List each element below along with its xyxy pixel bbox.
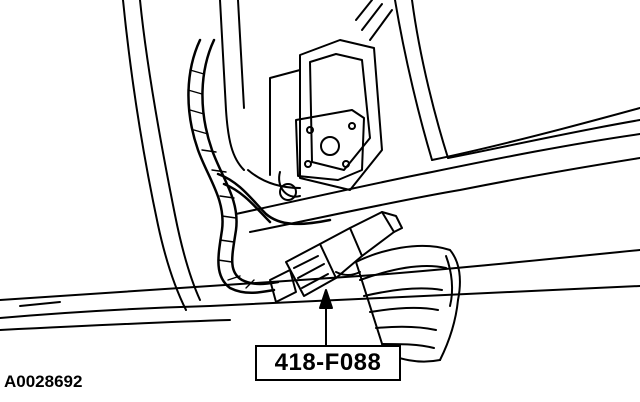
part-number-text: 418-F088 [274, 349, 382, 376]
callout-leader-arrow [319, 289, 333, 346]
part-number-callout: 418-F088 [255, 345, 401, 381]
sill-plate [0, 249, 640, 331]
harness-wrap-ticks [187, 69, 255, 289]
seat-frame [219, 0, 393, 191]
figure-id-label: A0028692 [4, 372, 83, 391]
wiring-harness [187, 38, 332, 294]
right-pillar [235, 0, 640, 233]
mounting-bracket [278, 109, 365, 201]
door-pillar [122, 0, 201, 311]
connector-assembly [269, 211, 403, 303]
